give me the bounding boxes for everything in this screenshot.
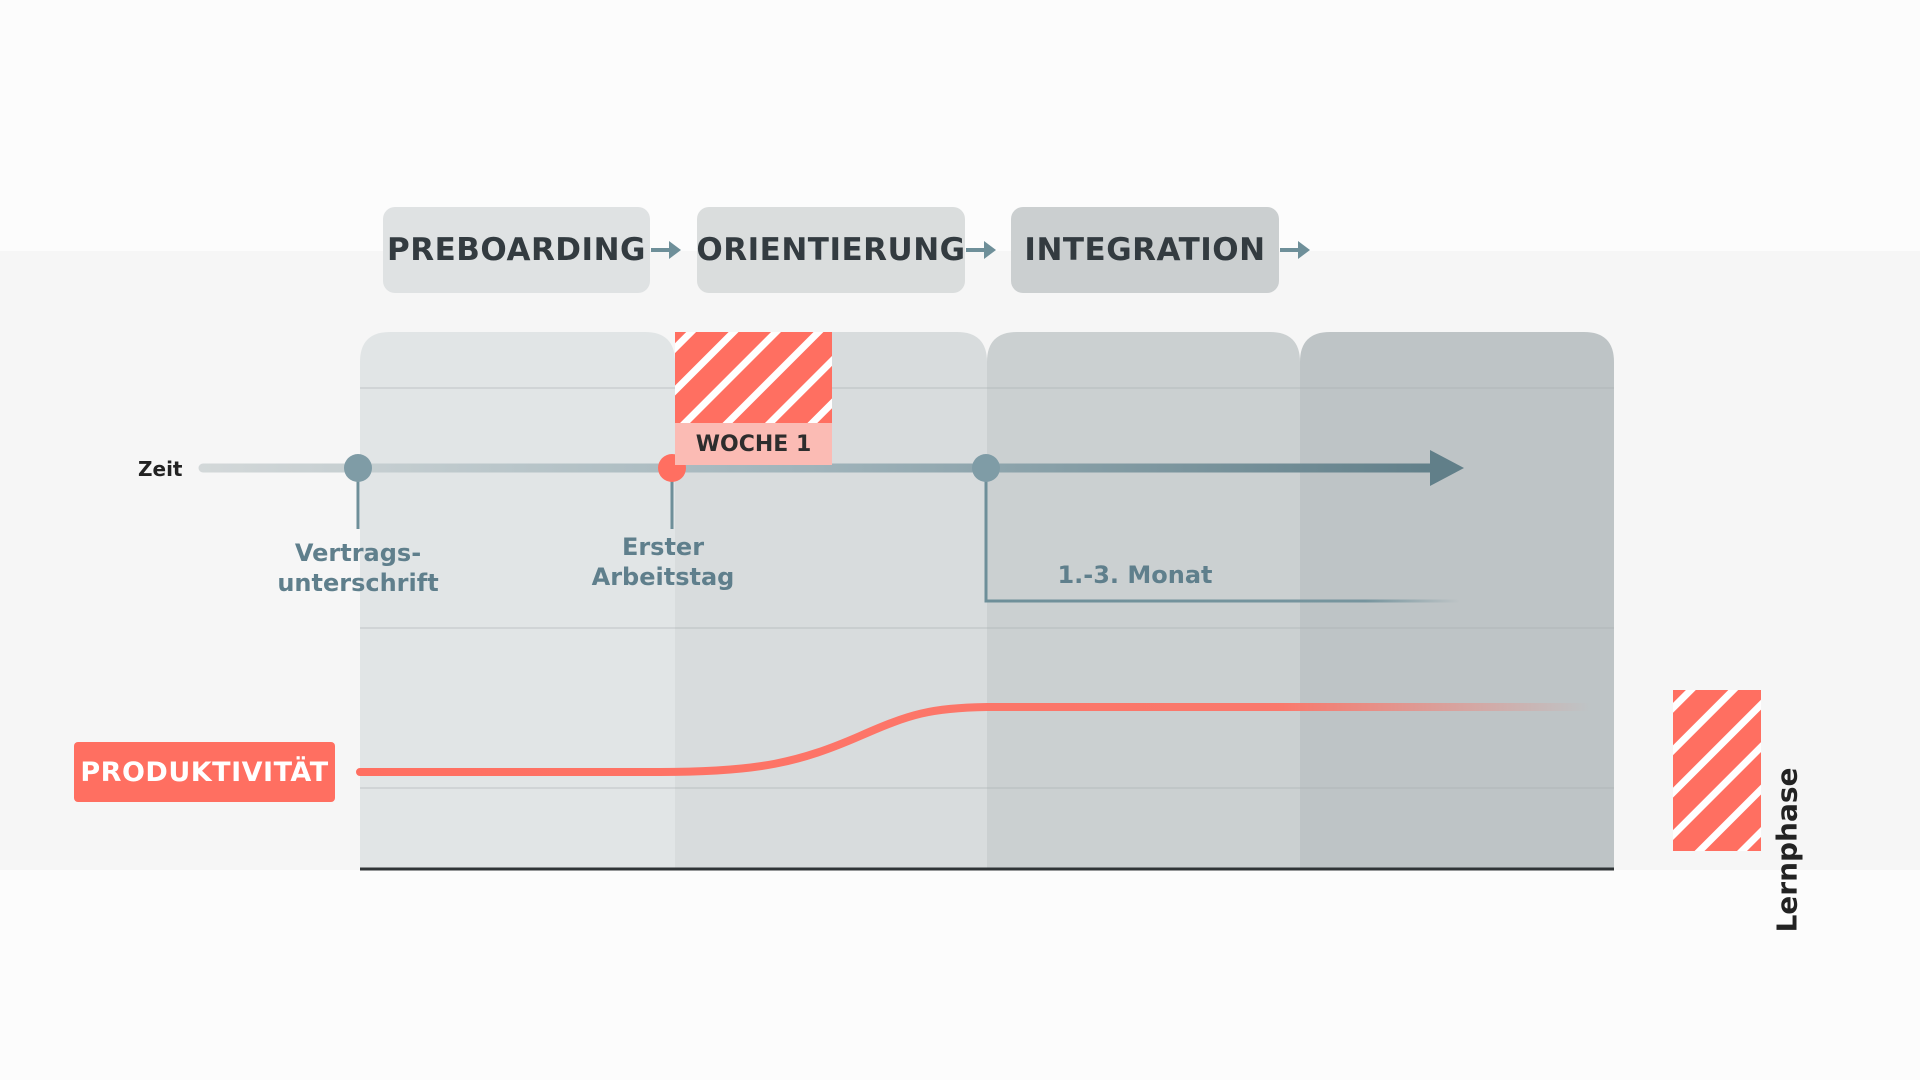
milestone-label-line: Erster bbox=[621, 533, 705, 561]
milestone-label-vertragsunterschrift: Vertrags- unterschrift bbox=[258, 538, 458, 598]
grid-lines bbox=[360, 387, 1614, 789]
productivity-badge: PRODUKTIVITÄT bbox=[74, 742, 335, 802]
milestone-label-line: unterschrift bbox=[277, 569, 439, 597]
phase-tab-orientierung: ORIENTIERUNG bbox=[696, 207, 965, 293]
lernphase-legend-label: Lernphase bbox=[1770, 767, 1804, 933]
milestone-label-line: Vertrags- bbox=[294, 539, 422, 567]
time-axis-label: Zeit bbox=[138, 457, 183, 481]
milestone-dot-monat bbox=[972, 454, 1000, 482]
arrow-right-icon bbox=[966, 241, 996, 259]
milestone-label-line: 1.-3. Monat bbox=[1057, 561, 1213, 589]
month-bracket bbox=[984, 468, 1460, 603]
arrow-right-icon bbox=[1280, 241, 1310, 259]
lernphase-block-woche-1 bbox=[675, 332, 832, 423]
arrow-right-icon bbox=[651, 241, 681, 259]
milestone-label-line: Arbeitstag bbox=[591, 563, 735, 591]
phase-tab-integration: INTEGRATION bbox=[1011, 207, 1279, 293]
week-badge: WOCHE 1 bbox=[675, 423, 832, 465]
milestone-label-erster-arbeitstag: Erster Arbeitstag bbox=[563, 532, 763, 592]
productivity-curve bbox=[356, 703, 1594, 776]
column-preboarding bbox=[360, 332, 675, 870]
phase-tab-preboarding: PREBOARDING bbox=[383, 207, 650, 293]
lernphase-legend-swatch bbox=[1673, 690, 1761, 851]
milestone-label-monat: 1.-3. Monat bbox=[1035, 560, 1235, 590]
milestone-dot-vertragsunterschrift bbox=[344, 454, 372, 482]
time-axis-arrowhead bbox=[1430, 450, 1464, 486]
